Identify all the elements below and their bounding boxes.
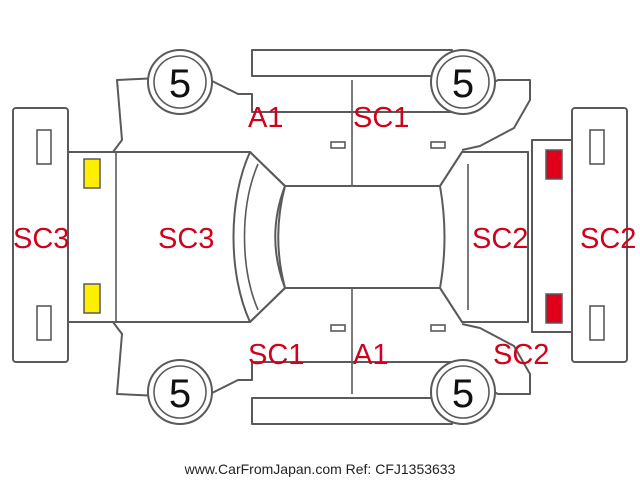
wheel-front-left-rating: 5 [169, 62, 191, 106]
wheel-front-right-rating: 5 [169, 372, 191, 416]
rear-window [439, 151, 529, 323]
wheel-rear-right-rating: 5 [452, 372, 474, 416]
bottom-body-side [112, 321, 531, 397]
rear-bumper-slot-top [589, 129, 605, 165]
damage-code-bottom-right-door: A1 [353, 339, 388, 371]
front-bumper-slot-top [36, 129, 52, 165]
windshield [232, 151, 286, 323]
damage-code-right-bumper: SC2 [580, 223, 636, 255]
rear-right-light [545, 293, 563, 324]
damage-code-top-left-door: A1 [248, 102, 283, 134]
damage-code-bottom-right-panel: SC2 [493, 339, 549, 371]
damage-code-bottom-left-door: SC1 [248, 339, 304, 371]
wheel-rear-right: 5 [430, 359, 496, 425]
top-right-door-handle [430, 141, 446, 149]
damage-code-top-right-door: SC1 [353, 102, 409, 134]
windshield-inner [243, 163, 259, 311]
damage-code-left-bumper: SC3 [13, 223, 69, 255]
front-bumper-slot-bottom [36, 305, 52, 341]
rear-bumper-slot-bottom [589, 305, 605, 341]
damage-code-hood: SC3 [158, 223, 214, 255]
top-side-panel [251, 49, 453, 77]
wheel-rear-left-rating: 5 [452, 62, 474, 106]
wheel-rear-left: 5 [430, 49, 496, 115]
car-top-outline [67, 151, 529, 323]
rear-light-panel [531, 139, 573, 333]
damage-code-rear-window: SC2 [472, 223, 528, 255]
wheel-front-right: 5 [147, 359, 213, 425]
bottom-side-panel [251, 397, 453, 425]
rear-left-light [545, 149, 563, 180]
bottom-left-door-handle [330, 324, 346, 332]
footer-reference: www.CarFromJapan.com Ref: CFJ1353633 [184, 461, 456, 477]
wheel-front-left: 5 [147, 49, 213, 115]
front-left-light [83, 158, 101, 189]
bottom-right-door-handle [430, 324, 446, 332]
front-right-light [83, 283, 101, 314]
top-left-door-handle [330, 141, 346, 149]
top-body-side [112, 77, 531, 153]
roof [277, 185, 446, 289]
